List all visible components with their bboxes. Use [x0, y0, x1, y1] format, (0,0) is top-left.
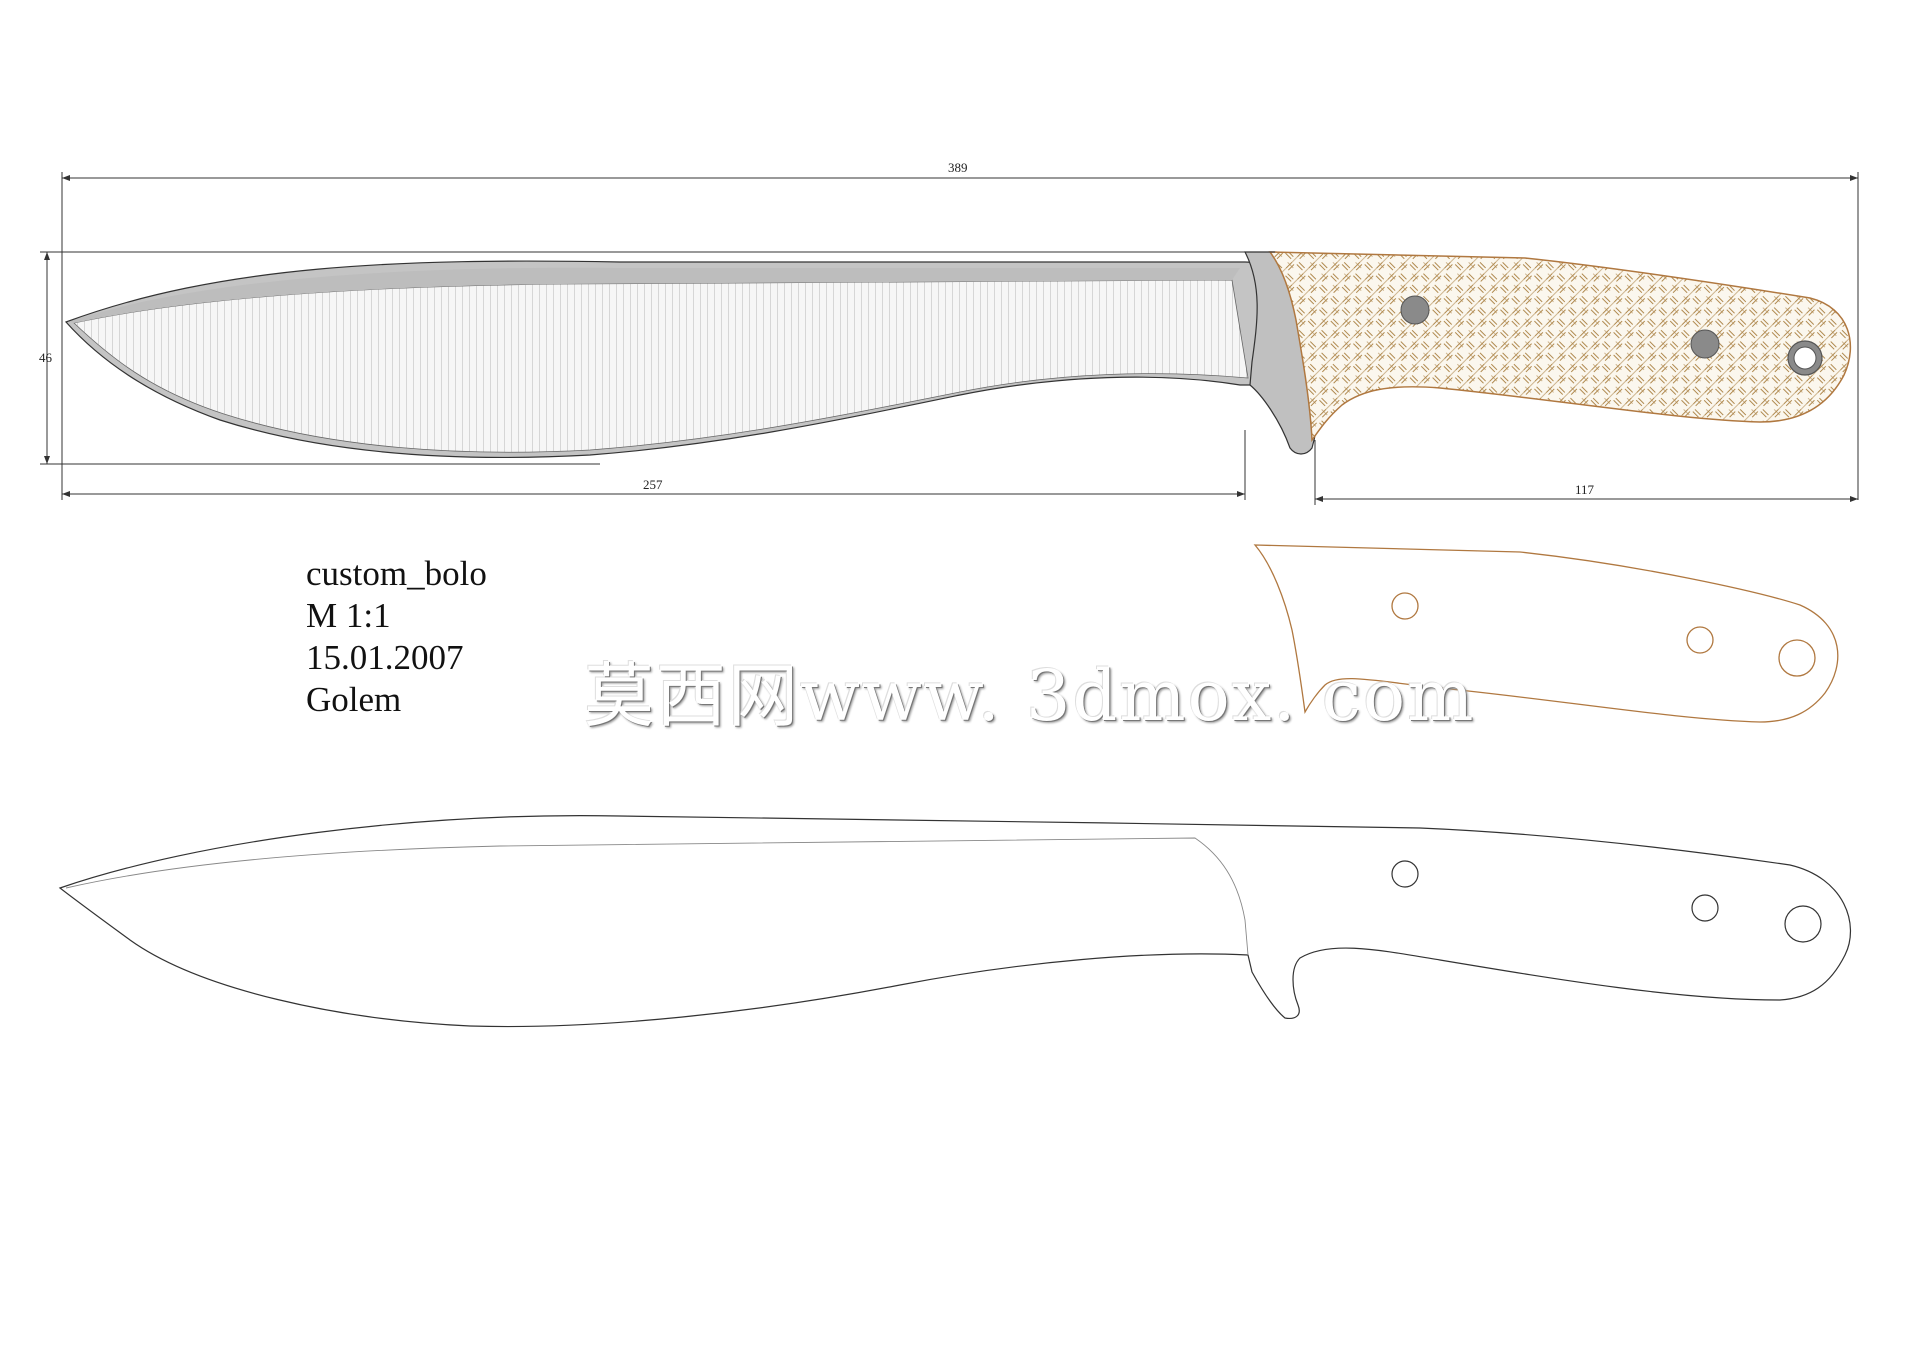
blade-length-label: 257 [643, 477, 663, 492]
handle-scale-outline [1253, 544, 1839, 723]
outline-lanyard-hole [1784, 905, 1822, 943]
handle-scale-template [1253, 544, 1839, 723]
drawing-name: custom_bolo [306, 554, 487, 593]
outline-pin-front-hole [1391, 860, 1419, 888]
handle-scale [1268, 251, 1852, 443]
drawing-date: 15.01.2007 [306, 638, 464, 677]
watermark: 莫西网www. 3dmox. com [584, 655, 1476, 737]
template-pin-front-hole [1391, 592, 1419, 620]
blade-fluted-flat [73, 279, 1249, 453]
handle-pin-front [1400, 295, 1430, 325]
rendered-view [64, 251, 1852, 459]
drawing-scale: M 1:1 [306, 596, 391, 635]
template-lanyard-hole [1778, 639, 1816, 677]
outline-pin-rear-hole [1691, 894, 1719, 922]
outline-grind-line [65, 837, 1249, 956]
title-block: custom_bolo M 1:1 15.01.2007 Golem [306, 553, 487, 721]
template-pin-rear-hole [1686, 626, 1714, 654]
handle-pin-rear [1690, 329, 1720, 359]
blade-spine-bevel [68, 267, 1240, 323]
handle-length-label: 117 [1575, 482, 1595, 497]
lanyard-hole-inner [1793, 346, 1817, 370]
outline-view [58, 815, 1852, 1028]
blade-height-label: 46 [39, 350, 53, 365]
drawing-author: Golem [306, 680, 402, 719]
dimension-lines [40, 172, 1859, 505]
overall-length-label: 389 [948, 160, 968, 175]
outline-knife-profile [58, 815, 1852, 1028]
